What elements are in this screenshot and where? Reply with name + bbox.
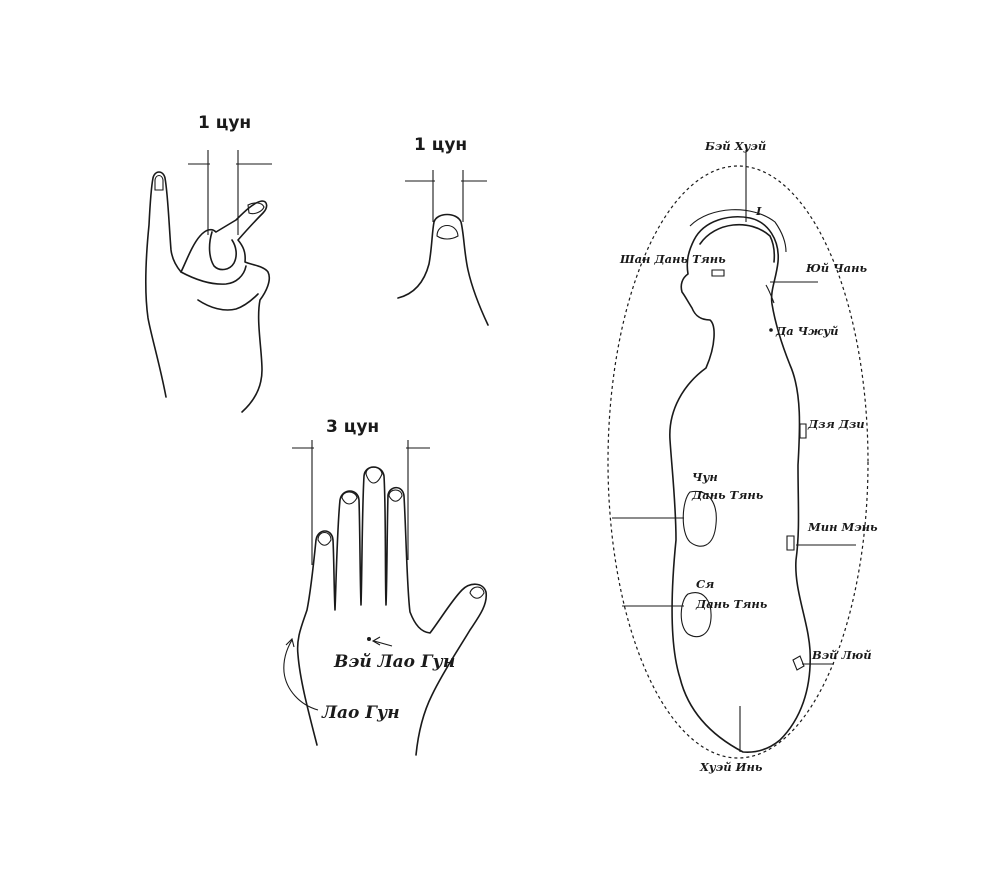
pointer-lao-gong [283,639,319,711]
label-jia-ji: Дзя Дзи [807,417,865,431]
point-da-zhui [769,328,773,332]
nail-thumb [469,586,485,599]
arrowhead-wei-lao-gong [371,636,381,646]
nail-index [317,531,332,546]
label-da-zhui: Да Чжуй [775,324,838,338]
thumb-nail [436,224,459,240]
pointer-lao-gong-head [285,637,295,648]
label-zhong-line2: Дань Тянь [691,488,764,502]
label-xia-line1: Ся [696,577,714,591]
zhong-dan-tian-oval [682,490,717,547]
head-arc-outer [689,209,787,253]
hand-index-outline [144,171,271,413]
marker-wei-lu [792,655,805,671]
label-measure-index: 1 цун [198,113,251,133]
palm-crease [197,293,259,311]
label-measure-four: 3 цун [326,417,379,437]
body-outline [669,216,812,753]
label-ming-men: Мин Мэнь [807,520,878,534]
nail-ring [365,466,383,484]
label-hui-yin: Хуэй Инь [699,760,763,774]
aura-outline [607,165,869,759]
crown-marker: I [755,204,762,218]
thumb-nail [154,174,164,191]
hand-index-finger-measure: 1 цун [144,113,272,413]
nail-middle [341,491,358,505]
neck-mark [765,284,775,304]
xia-dan-tian-oval [680,592,712,638]
hand-four-outline [296,466,488,756]
finger-nail [247,202,265,215]
hand-four-finger-measure: 3 цун Вэй Лао Гун Лао Гун [283,417,488,756]
label-wei-lu: Вэй Люй [811,648,872,662]
label-bai-hui: Бэй Хуэй [704,139,766,153]
marker-jia-ji [799,423,807,439]
marker-ming-men [786,535,795,551]
nail-little [388,489,403,502]
label-lao-gong: Лао Гун [321,703,400,723]
label-wei-lao-gong: Вэй Лао Гун [333,652,455,672]
body-diagram: Бэй Хуэй I Шан Дань Тянь Юй Чань Да Чжуй… [607,139,878,774]
eye-mark [711,269,725,277]
arrow-wei-lao-gong [373,640,393,647]
label-zhong-line1: Чун [692,470,718,484]
index-finger-fold [208,231,237,271]
head-arc-inner [699,223,776,263]
thumb-width-measure: 1 цун [397,135,489,326]
middle-finger-curl [180,265,247,285]
label-xia-line2: Дань Тянь [695,597,768,611]
label-measure-thumb: 1 цун [414,135,467,155]
label-shang-dan-tian: Шан Дань Тянь [619,252,726,266]
point-wei-lao-gong [367,637,371,641]
thumb-outline [397,213,489,326]
label-yu-zhen: Юй Чань [805,261,868,275]
